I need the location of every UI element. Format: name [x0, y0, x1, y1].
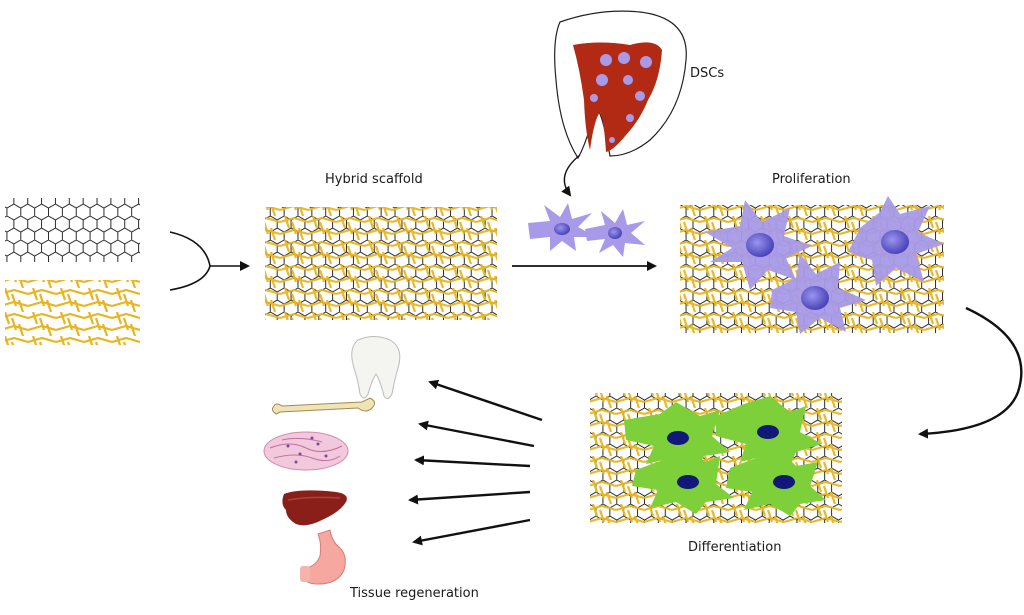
tooth-icon — [351, 336, 401, 400]
proliferation-scaffold — [680, 196, 944, 334]
dsc-release-arrow — [561, 154, 581, 197]
tooth-with-pulp — [554, 10, 687, 160]
bone-icon — [271, 397, 376, 415]
dscs-label: DSCs — [690, 66, 725, 81]
hybrid-scaffold — [265, 207, 497, 320]
differentiation-scaffold — [590, 393, 842, 523]
fiber-mat — [5, 280, 140, 345]
graphene-sheet — [5, 198, 140, 262]
curve-arrow — [918, 306, 1023, 439]
free-stem-cells — [528, 203, 645, 257]
proliferation-label: Proliferation — [772, 172, 851, 187]
merge-arrow-top — [169, 231, 211, 267]
tissue-regeneration-label: Tissue regeneration — [350, 586, 479, 601]
hybrid-scaffold-label: Hybrid scaffold — [325, 172, 423, 187]
liver-icon — [282, 490, 347, 526]
merge-arrow-bottom — [169, 265, 211, 291]
differentiation-label: Differentiation — [688, 540, 782, 555]
regeneration-arrows — [408, 379, 543, 546]
stomach-icon — [300, 529, 346, 585]
tissue-section-icon — [263, 431, 349, 471]
